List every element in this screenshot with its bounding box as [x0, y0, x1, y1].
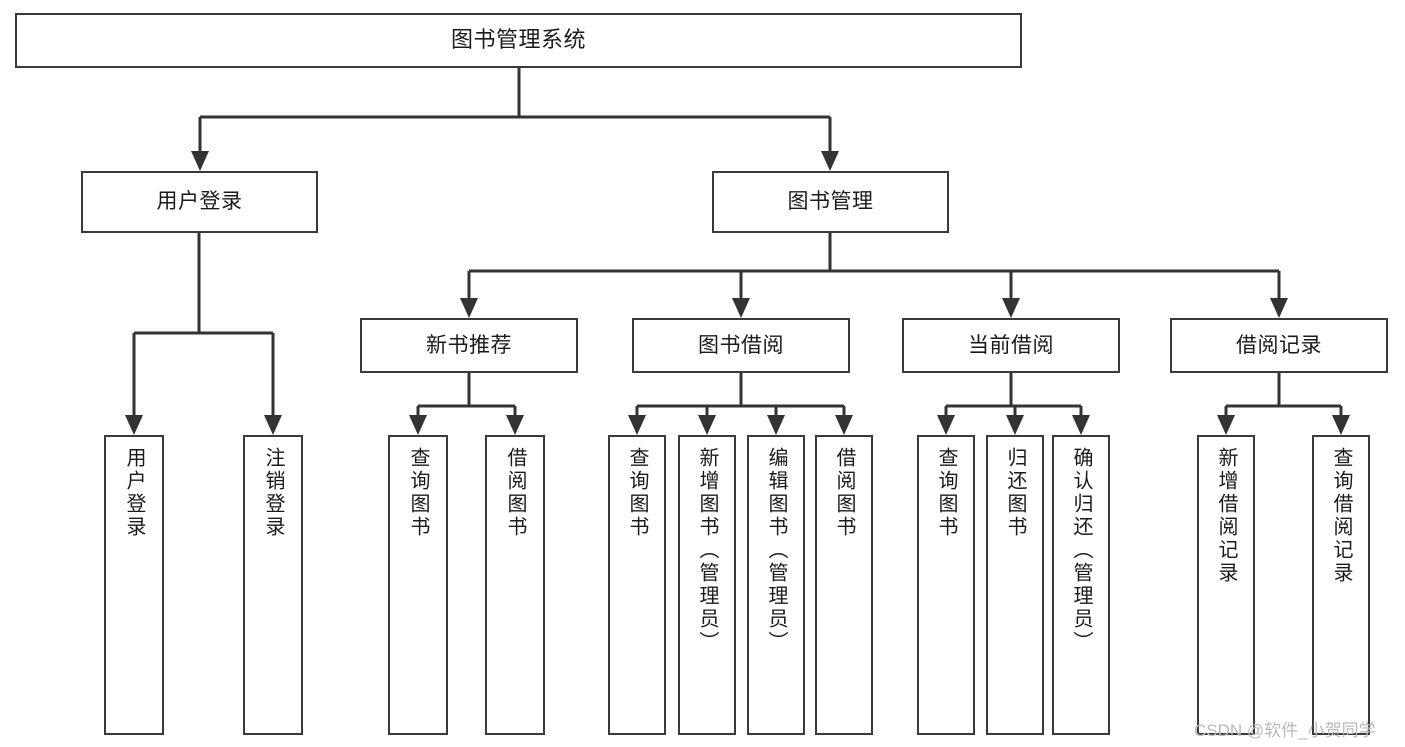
node-current-borrow: 当前借阅 — [902, 318, 1120, 373]
node-root: 图书管理系统 — [15, 13, 1022, 68]
node-leaf-recommend-query: 查询图书 — [388, 435, 448, 735]
arrow-head-current-to-leaves-2 — [1072, 415, 1090, 435]
arrow-head-borrow-to-leaves-2 — [767, 415, 785, 435]
node-label-leaf-borrow-query: 查询图书 — [626, 447, 648, 539]
node-leaf-current-confirm: 确认归还（管理员） — [1052, 435, 1110, 735]
node-leaf-borrow-query: 查询图书 — [608, 435, 666, 735]
arrow-head-current-to-leaves-0 — [937, 415, 955, 435]
node-label-new-book-recommend: 新书推荐 — [426, 333, 512, 357]
node-label-borrow-record: 借阅记录 — [1236, 333, 1322, 357]
arrow-head-bookmanage-to-level2-3 — [1270, 298, 1288, 318]
node-label-leaf-current-query: 查询图书 — [935, 447, 957, 539]
node-user-login: 用户登录 — [81, 171, 318, 233]
arrow-head-bookmanage-to-level2-2 — [1002, 298, 1020, 318]
arrow-head-record-to-leaves-0 — [1217, 415, 1235, 435]
arrow-head-bookmanage-to-level2-1 — [732, 298, 750, 318]
node-leaf-record-add: 新增借阅记录 — [1197, 435, 1255, 735]
node-leaf-borrow-edit: 编辑图书（管理员） — [747, 435, 805, 735]
arrow-head-recommend-to-leaves-1 — [506, 415, 524, 435]
node-leaf-user-login: 用户登录 — [104, 435, 164, 735]
node-new-book-recommend: 新书推荐 — [360, 318, 578, 373]
arrow-head-bookmanage-to-level2-0 — [460, 298, 478, 318]
arrow-head-current-to-leaves-1 — [1006, 415, 1024, 435]
arrow-head-root-to-level1-0 — [191, 151, 209, 171]
node-label-book-manage: 图书管理 — [787, 190, 874, 214]
node-label-leaf-user-logout: 注销登录 — [262, 447, 284, 539]
node-label-book-borrow: 图书借阅 — [698, 333, 784, 357]
arrow-head-borrow-to-leaves-1 — [698, 415, 716, 435]
arrow-head-userlogin-to-leaves-0 — [125, 415, 143, 435]
node-label-leaf-current-return: 归还图书 — [1004, 447, 1026, 539]
node-leaf-borrow-lend: 借阅图书 — [815, 435, 873, 735]
node-book-manage: 图书管理 — [712, 171, 949, 233]
node-label-current-borrow: 当前借阅 — [968, 333, 1054, 357]
arrow-head-userlogin-to-leaves-1 — [264, 415, 282, 435]
node-label-leaf-recommend-borrow: 借阅图书 — [504, 447, 526, 539]
node-borrow-record: 借阅记录 — [1170, 318, 1388, 373]
node-leaf-current-query: 查询图书 — [917, 435, 975, 735]
arrow-head-recommend-to-leaves-0 — [409, 415, 427, 435]
node-label-leaf-record-query: 查询借阅记录 — [1330, 447, 1352, 585]
node-label-leaf-recommend-query: 查询图书 — [407, 447, 429, 539]
node-label-leaf-current-confirm: 确认归还（管理员） — [1070, 447, 1092, 654]
arrow-head-borrow-to-leaves-0 — [628, 415, 646, 435]
arrow-head-root-to-level1-1 — [821, 151, 839, 171]
node-label-user-login: 用户登录 — [156, 190, 243, 214]
arrow-head-borrow-to-leaves-3 — [835, 415, 853, 435]
node-leaf-current-return: 归还图书 — [986, 435, 1044, 735]
arrow-head-record-to-leaves-1 — [1332, 415, 1350, 435]
node-label-leaf-borrow-lend: 借阅图书 — [833, 447, 855, 539]
node-leaf-borrow-add: 新增图书（管理员） — [678, 435, 736, 735]
csdn-watermark: CSDN @软件_小贺同学 — [1194, 721, 1376, 740]
node-leaf-record-query: 查询借阅记录 — [1312, 435, 1370, 735]
node-leaf-user-logout: 注销登录 — [243, 435, 303, 735]
node-label-leaf-user-login: 用户登录 — [123, 447, 145, 539]
node-label-leaf-record-add: 新增借阅记录 — [1215, 447, 1237, 585]
node-book-borrow: 图书借阅 — [632, 318, 850, 373]
node-label-leaf-borrow-add: 新增图书（管理员） — [696, 447, 718, 654]
node-label-root: 图书管理系统 — [450, 27, 586, 53]
node-leaf-recommend-borrow: 借阅图书 — [485, 435, 545, 735]
node-label-leaf-borrow-edit: 编辑图书（管理员） — [765, 447, 787, 654]
